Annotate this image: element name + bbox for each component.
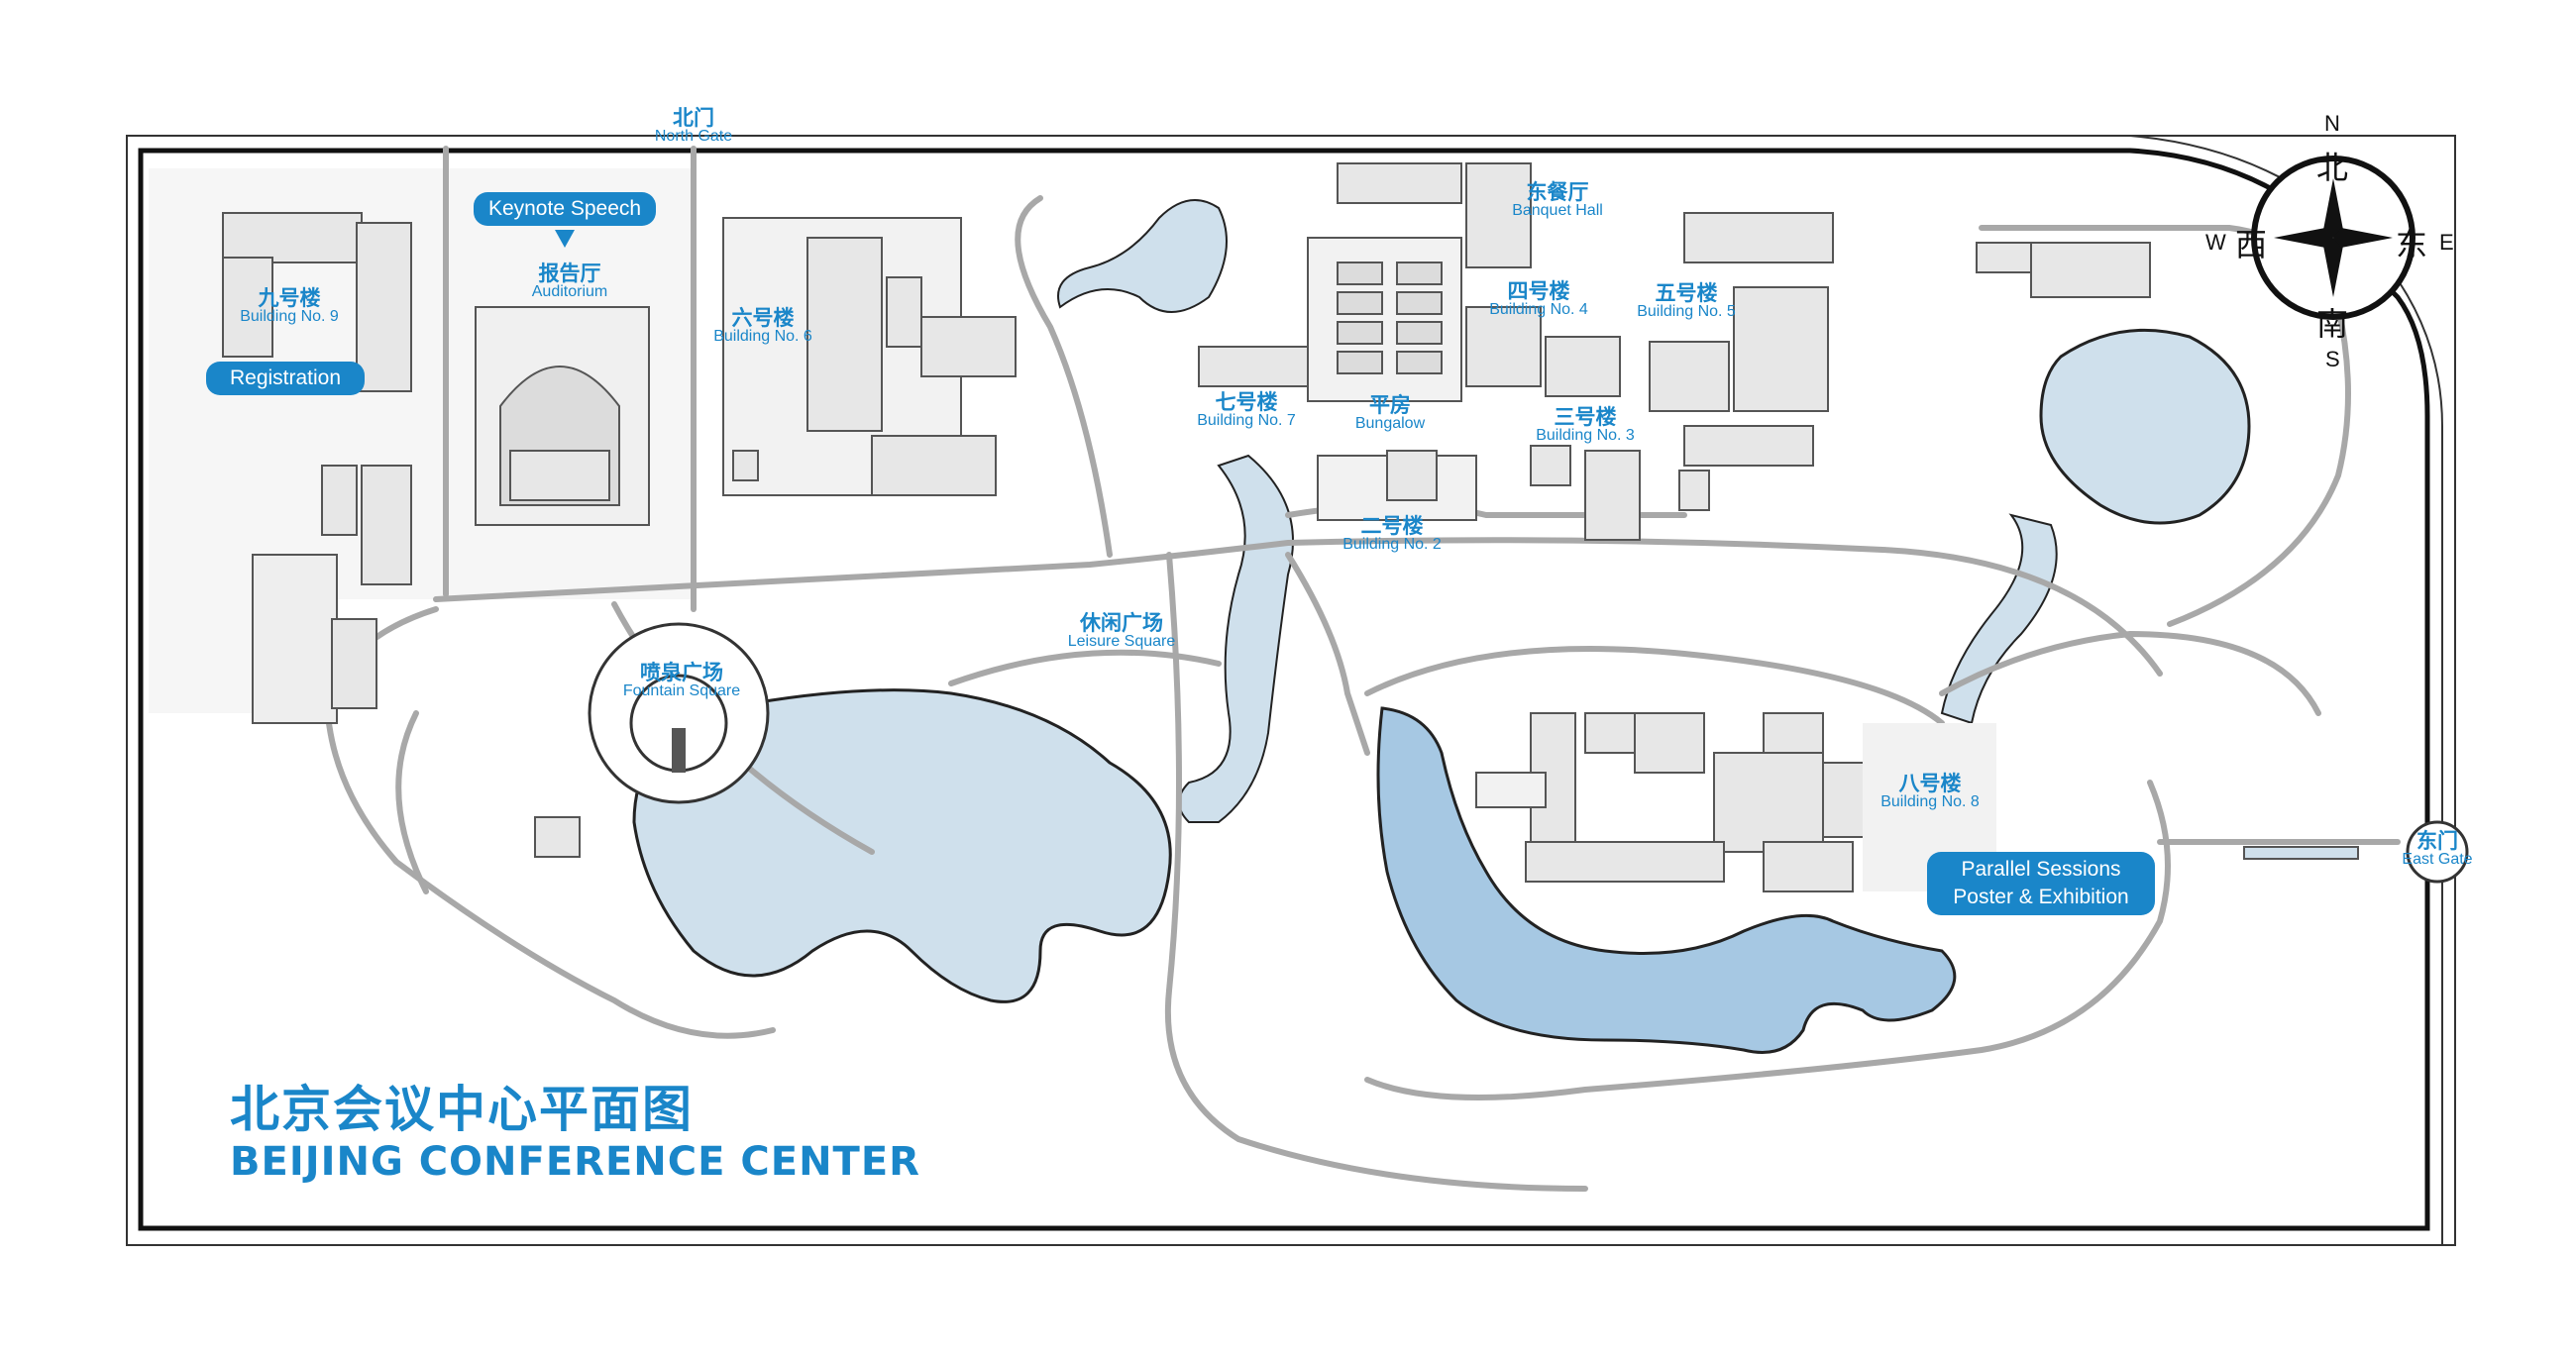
- leisure-en: Leisure Square: [1067, 633, 1176, 651]
- outer-frame: [126, 135, 2456, 1246]
- map-title-en: BEIJING CONFERENCE CENTER: [230, 1139, 920, 1185]
- fountain-cn: 喷泉广场: [640, 661, 723, 684]
- building9-label[interactable]: 九号楼 Building No. 9: [240, 287, 339, 326]
- keynote-pin-tail: [555, 230, 575, 248]
- compass-e-label: E: [2439, 230, 2454, 255]
- leisure-cn: 休闲广场: [1079, 611, 1163, 635]
- east-gate-label[interactable]: 东门 East Gate: [2402, 830, 2472, 869]
- building2-en: Building No. 2: [1342, 536, 1442, 554]
- building8-cn: 八号楼: [1898, 772, 1962, 795]
- building6-cn: 六号楼: [731, 306, 795, 330]
- auditorium-label[interactable]: 报告厅 Auditorium: [532, 262, 607, 301]
- east-stream: [1940, 513, 2058, 725]
- building5-en: Building No. 5: [1637, 303, 1736, 321]
- building5-cn: 五号楼: [1655, 281, 1718, 305]
- bungalow-en: Bungalow: [1354, 415, 1426, 433]
- fountain-label[interactable]: 喷泉广场 Fountain Square: [623, 662, 740, 700]
- registration-pin[interactable]: Registration: [206, 362, 365, 395]
- building4-cn: 四号楼: [1507, 279, 1570, 303]
- compass-n-cn: 北: [2316, 149, 2349, 186]
- leisure-label[interactable]: 休闲广场 Leisure Square: [1068, 612, 1176, 651]
- fountain-en: Fountain Square: [622, 682, 741, 700]
- buildings: [222, 162, 2359, 892]
- compass-rose-icon: [2251, 156, 2415, 320]
- north-gate-label[interactable]: 北门 North Gate: [655, 107, 732, 146]
- building8-label[interactable]: 八号楼 Building No. 8: [1880, 773, 1980, 811]
- north-gate-cn: 北门: [672, 106, 714, 130]
- keynote-speech-text: Keynote Speech: [487, 197, 642, 220]
- central-stream: [1178, 454, 1294, 823]
- registration-text: Registration: [229, 366, 342, 389]
- map-title-cn: 北京会议中心平面图: [230, 1081, 694, 1138]
- east-gate: [2406, 820, 2469, 884]
- keynote-speech-pin[interactable]: Keynote Speech: [474, 192, 656, 248]
- east-lake: [1376, 706, 1957, 1054]
- north-stream: [1057, 199, 1228, 313]
- building4-label[interactable]: 四号楼 Building No. 4: [1489, 280, 1588, 319]
- building3-en: Building No. 3: [1536, 427, 1635, 445]
- banquet-cn: 东餐厅: [1526, 180, 1589, 204]
- compass-s-cn: 南: [2316, 305, 2349, 343]
- northeast-pond: [2039, 328, 2251, 525]
- building7-en: Building No. 7: [1197, 412, 1296, 430]
- banquet-en: Banquet Hall: [1512, 202, 1603, 220]
- building6-label[interactable]: 六号楼 Building No. 6: [713, 307, 812, 346]
- building7-cn: 七号楼: [1215, 390, 1278, 414]
- bungalow-label[interactable]: 平房 Bungalow: [1355, 394, 1425, 433]
- building9-en: Building No. 9: [240, 308, 339, 326]
- building2-label[interactable]: 二号楼 Building No. 2: [1342, 515, 1442, 554]
- building8-en: Building No. 8: [1880, 793, 1980, 811]
- parallel-sessions-text: Parallel Sessions: [1961, 858, 2121, 881]
- parallel-sessions-pin[interactable]: Parallel Sessions Poster & Exhibition: [1927, 852, 2155, 915]
- poster-exhibition-text: Poster & Exhibition: [1953, 886, 2129, 908]
- fountain-square: [588, 622, 770, 804]
- auditorium-cn: 报告厅: [538, 262, 601, 285]
- compass-s-label: S: [2325, 347, 2340, 371]
- bungalow-cn: 平房: [1369, 393, 1411, 417]
- building9-cn: 九号楼: [258, 286, 321, 310]
- compass-n-label: N: [2324, 111, 2340, 136]
- building3-label[interactable]: 三号楼 Building No. 3: [1536, 406, 1635, 445]
- building6-en: Building No. 6: [713, 328, 812, 346]
- compass-w-cn: 西: [2235, 226, 2268, 263]
- building4-en: Building No. 4: [1489, 301, 1588, 319]
- compass-e-cn: 东: [2396, 226, 2428, 263]
- banquet-label[interactable]: 东餐厅 Banquet Hall: [1512, 181, 1603, 220]
- east-gate-en: East Gate: [2402, 851, 2473, 869]
- compass-w-label: W: [2205, 230, 2226, 255]
- building5-label[interactable]: 五号楼 Building No. 5: [1637, 282, 1736, 321]
- building3-cn: 三号楼: [1554, 405, 1617, 429]
- building2-cn: 二号楼: [1360, 514, 1424, 538]
- main-lake: [632, 688, 1172, 1003]
- building7-label[interactable]: 七号楼 Building No. 7: [1197, 391, 1296, 430]
- auditorium-en: Auditorium: [531, 283, 608, 301]
- east-gate-cn: 东门: [2416, 829, 2458, 853]
- north-gate-en: North Gate: [654, 128, 733, 146]
